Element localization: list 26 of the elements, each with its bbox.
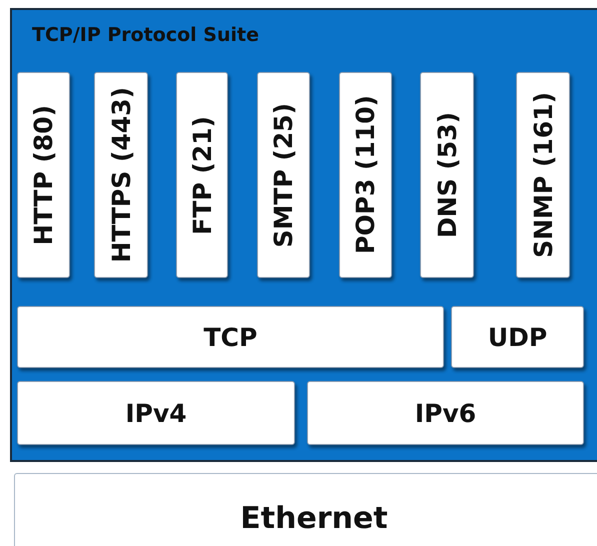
- protocol-label: SMTP (25): [269, 102, 298, 248]
- protocol-card: [176, 72, 228, 278]
- protocol-label: SNMP (161): [528, 92, 558, 258]
- protocol-card: [94, 72, 148, 278]
- layer-card: [17, 306, 444, 368]
- protocol-card: [17, 72, 70, 278]
- protocol-label: DNS (53): [432, 112, 462, 238]
- protocol-label: HTTP (80): [29, 104, 58, 246]
- suite-panel: [10, 8, 597, 462]
- protocol-label: UDP: [488, 322, 548, 352]
- layer-card: [307, 381, 584, 445]
- protocol-label: HTTPS (443): [106, 87, 136, 263]
- protocol-card: [339, 72, 392, 278]
- protocol-label: FTP (21): [188, 116, 216, 234]
- layer-card: [14, 473, 597, 546]
- layer-card: [451, 306, 584, 368]
- protocol-card: [257, 72, 310, 278]
- protocol-label: Ethernet: [240, 500, 388, 536]
- panel-title: TCP/IP Protocol Suite: [32, 24, 259, 46]
- layer-card: [17, 381, 295, 445]
- protocol-label: TCP: [204, 322, 258, 352]
- protocol-label: IPv6: [414, 398, 476, 428]
- protocol-label: POP3 (110): [351, 95, 380, 255]
- protocol-card: [516, 72, 570, 278]
- protocol-label: IPv4: [125, 398, 187, 428]
- protocol-card: [420, 72, 474, 278]
